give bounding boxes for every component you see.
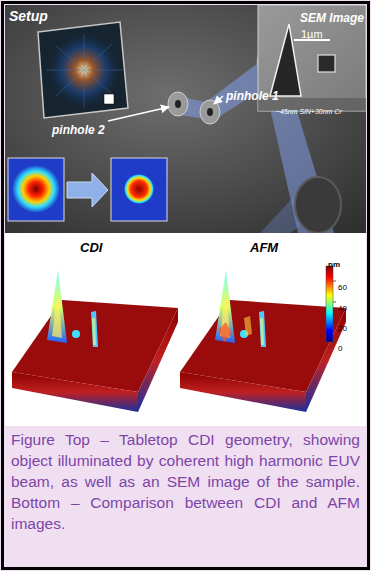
leader-arrow: [108, 107, 169, 121]
pinhole-symbol: [200, 100, 220, 124]
label-holder: 1µm: [301, 24, 323, 42]
color-bar: [326, 266, 333, 342]
label-holder: pinhole 1: [226, 86, 279, 104]
diffraction-pattern: [38, 22, 128, 118]
afm-surface: [180, 270, 346, 412]
figure-caption: Figure Top – Tabletop CDI geometry, show…: [11, 429, 360, 534]
leader-arrow: [214, 96, 223, 104]
label-holder: 20: [338, 317, 347, 335]
label-holder: Setup: [9, 7, 48, 25]
figure-frame: [3, 3, 369, 569]
caption-holder: Figure Top – Tabletop CDI geometry, show…: [11, 429, 360, 534]
panel-title: CDI: [80, 240, 102, 255]
sample-note: ~45nm SiN+30nm Cr: [276, 108, 342, 115]
label-holder: pinhole 2: [52, 120, 105, 138]
panel-title: Setup: [9, 8, 48, 24]
beam-profile: [8, 158, 64, 221]
axis-unit: nm: [328, 260, 340, 269]
label-holder: nm: [328, 253, 340, 271]
part-label: pinhole 1: [226, 89, 279, 103]
setup-render: [5, 5, 366, 233]
scale-label: 1µm: [301, 28, 323, 40]
label-holder: 0: [338, 337, 342, 355]
label-holder: 40: [338, 297, 347, 315]
tick-label: 20: [338, 324, 347, 333]
block-arrow: [67, 173, 108, 207]
label-holder: 60: [338, 276, 347, 294]
tick-label: 0: [338, 344, 342, 353]
label-holder: SEM Image: [300, 8, 364, 26]
comparison-panel: [5, 233, 366, 426]
part-label: pinhole 2: [52, 123, 105, 137]
label-holder: CDI: [80, 238, 102, 256]
inset-title: SEM Image: [300, 11, 364, 25]
mirror: [295, 177, 341, 233]
label-holder: AFM: [250, 238, 278, 256]
panel-title: AFM: [250, 240, 278, 255]
pinhole-symbol: [168, 92, 188, 116]
tick-label: 40: [338, 304, 347, 313]
cdi-surface: [12, 270, 178, 412]
tick-label: 60: [338, 283, 347, 292]
label-holder: ~45nm SiN+30nm Cr: [276, 100, 342, 118]
beam-profile: [111, 158, 167, 221]
